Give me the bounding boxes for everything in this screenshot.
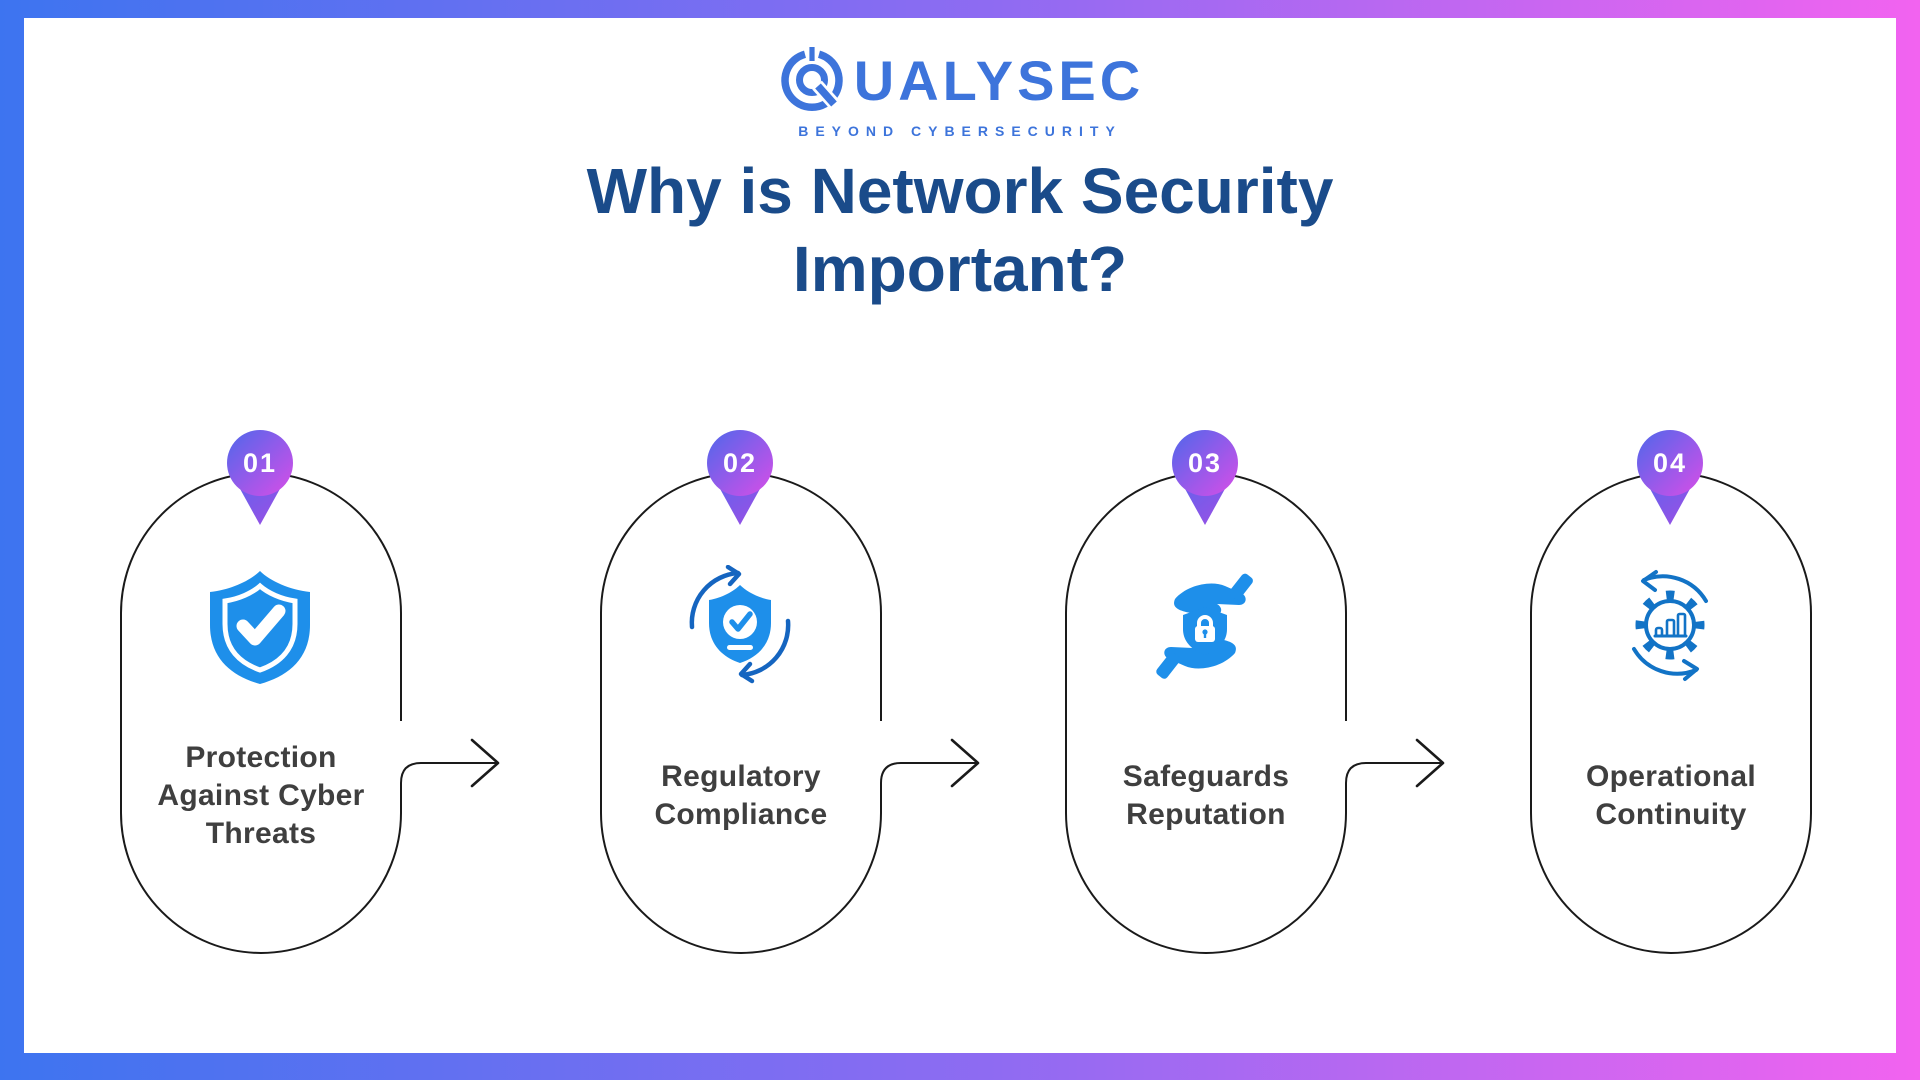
connector-arrow-icon	[470, 738, 500, 788]
badge-pointer	[1649, 487, 1691, 525]
capsule-outline-with-arrow	[600, 472, 980, 954]
brand-tagline: BEYOND CYBERSECURITY	[798, 123, 1122, 139]
page-title: Why is Network Security Important?	[0, 152, 1920, 308]
shield-compliance-refresh-icon	[689, 565, 791, 684]
badge-pointer	[239, 487, 281, 525]
brand-logo: UALYSEC BEYOND CYBERSECURITY	[0, 42, 1920, 139]
step-label: Protection Against Cyber Threats	[157, 741, 365, 850]
badge-pointer	[1184, 487, 1226, 525]
step-card-1: 01 Protection Against Cyber Threats	[120, 425, 510, 985]
step-number-badge: 04	[1637, 430, 1703, 496]
content-canvas	[24, 18, 1896, 1053]
step-number-badge: 01	[227, 430, 293, 496]
capsule-outline-with-arrow	[120, 472, 500, 954]
step-number-badge: 03	[1172, 430, 1238, 496]
capsule-outline-with-arrow	[1065, 472, 1445, 954]
qualysec-q-icon	[776, 42, 848, 119]
connector-arrow-icon	[950, 738, 980, 788]
gear-chart-cycle-icon	[1632, 570, 1708, 681]
brand-name: UALYSEC	[853, 48, 1145, 112]
page-title-line2: Important?	[792, 233, 1128, 305]
step-label: Regulatory Compliance	[654, 760, 828, 831]
step-card-4: 04 Operational Continuity	[1530, 425, 1920, 985]
hands-protect-lock-icon	[1156, 573, 1253, 679]
step-label: Safeguards Reputation	[1122, 760, 1290, 831]
shield-check-icon	[210, 571, 310, 684]
capsule-outline	[1530, 472, 1812, 954]
page-title-line1: Why is Network Security	[586, 155, 1334, 227]
step-card-2: 02 Regulatory Compliance	[600, 425, 990, 985]
badge-pointer	[719, 487, 761, 525]
connector-arrow-icon	[1415, 738, 1445, 788]
step-card-3: 03 Safeguards Reputation	[1065, 425, 1455, 985]
step-label: Operational Continuity	[1586, 760, 1756, 831]
step-number-badge: 02	[707, 430, 773, 496]
